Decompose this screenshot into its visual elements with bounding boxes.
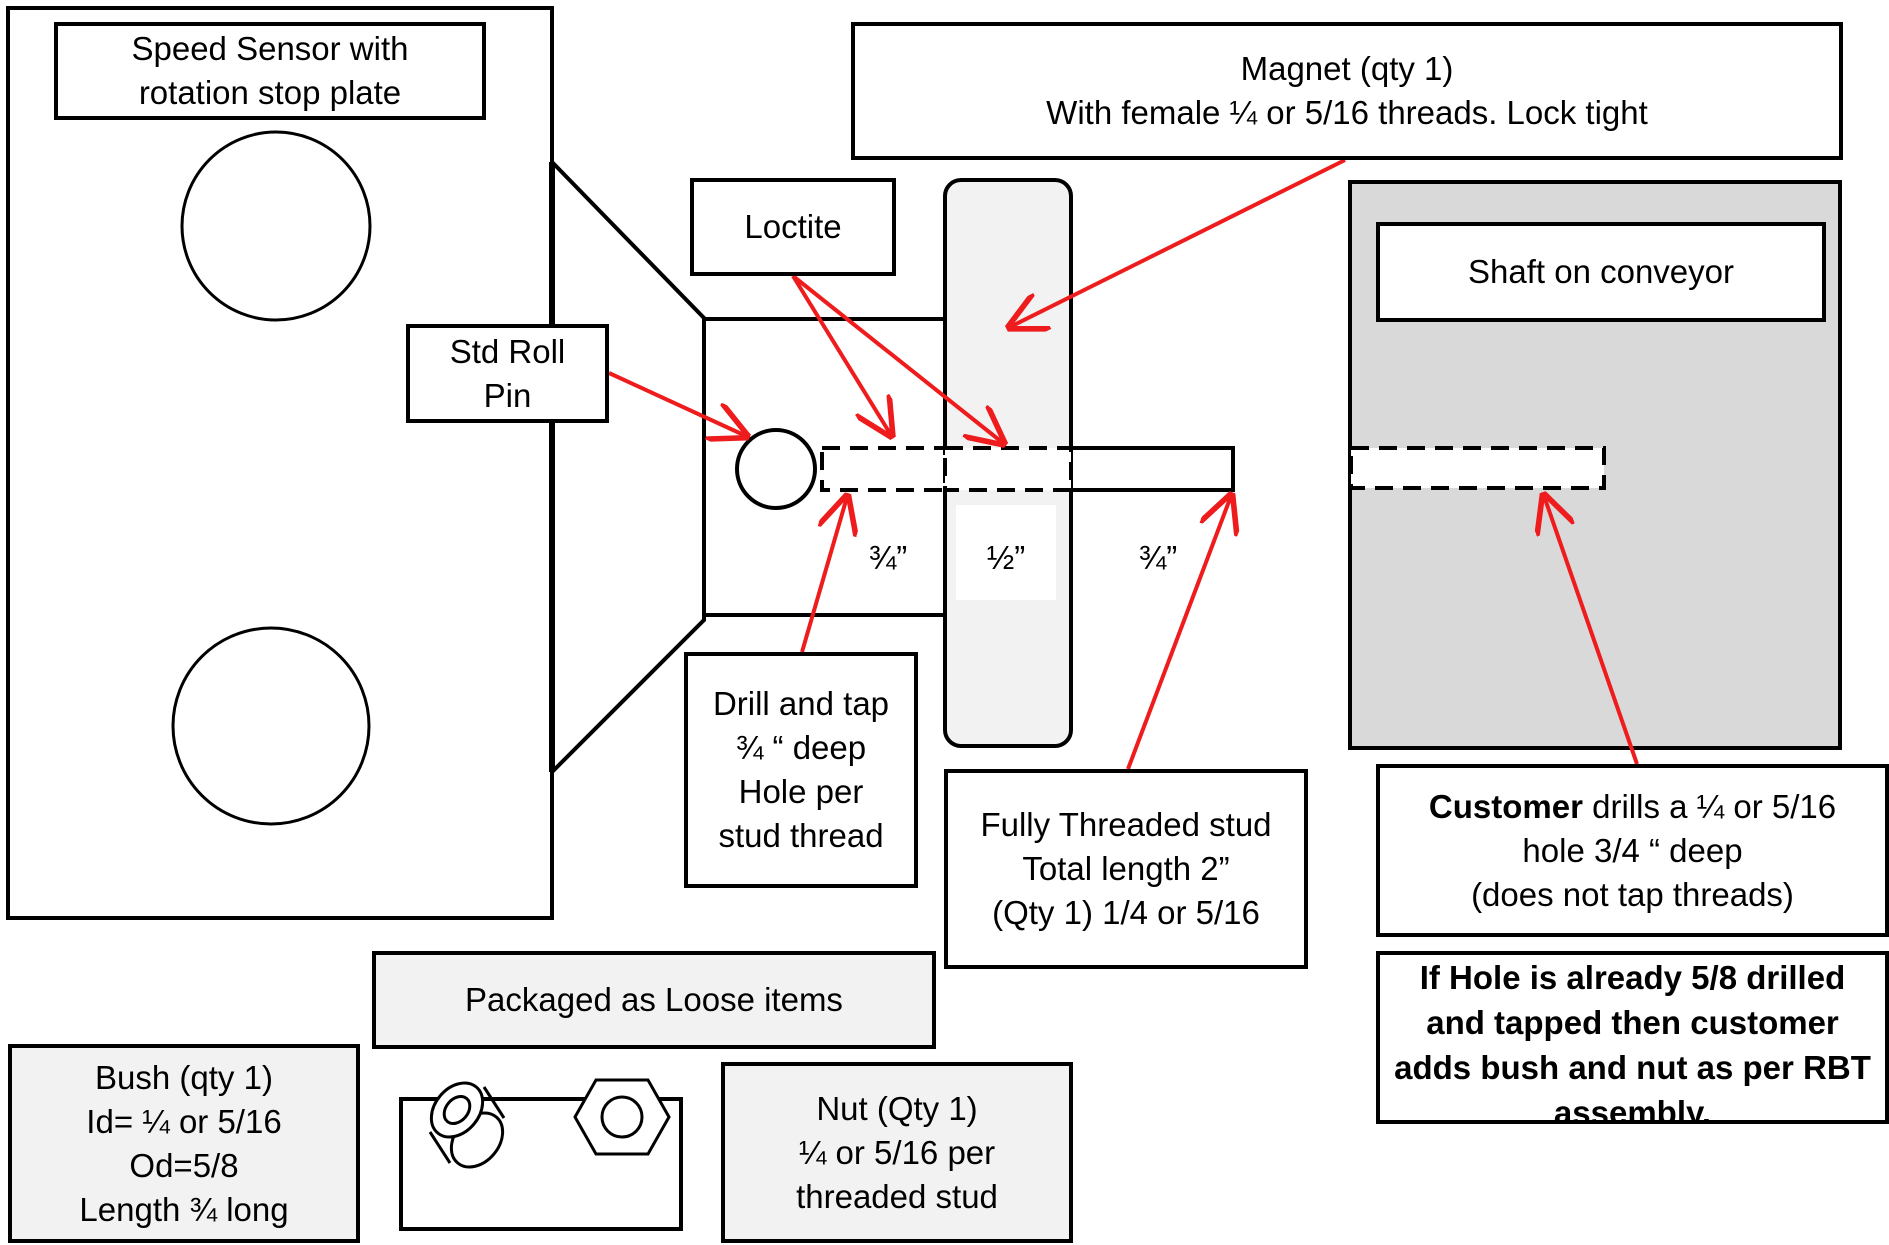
arrow-loctite-magnet (791, 274, 1003, 443)
hex-nut-icon (573, 1078, 671, 1156)
arrow-roll-pin (608, 371, 746, 436)
shaft-hole (1349, 446, 1606, 490)
magnet-detail: With female ¼ or 5/16 threads. Lock tigh… (1046, 94, 1648, 131)
stud-in-magnet (943, 446, 1073, 492)
packaged-label: Packaged as Loose items (372, 951, 936, 1049)
customer-line-1: Customer drills a ¼ or 5/16 (1429, 785, 1836, 829)
bush-label: Bush (qty 1) Id= ¼ or 5/16 Od=5/8 Length… (8, 1044, 360, 1243)
sensor-hub-cone (550, 157, 706, 777)
speed-sensor-label: Speed Sensor with rotation stop plate (54, 22, 486, 120)
bush-icon (428, 1081, 506, 1169)
customer-label: Customer drills a ¼ or 5/16 hole 3/4 “ d… (1376, 764, 1889, 937)
arrow-stud (1126, 496, 1231, 770)
prethreaded-note: If Hole is already 5/8 drilled and tappe… (1376, 951, 1889, 1124)
mounting-hole-top (180, 130, 372, 322)
drill-tap-label: Drill and tap ¾ “ deep Hole per stud thr… (684, 652, 918, 888)
arrow-customer (1544, 496, 1639, 765)
dimension-stud: ¾” (1138, 539, 1178, 576)
magnet-label: Magnet (qty 1) With female ¼ or 5/16 thr… (851, 22, 1843, 160)
nut-label: Nut (Qty 1) ¼ or 5/16 per threaded stud (721, 1062, 1073, 1243)
stud-label: Fully Threaded stud Total length 2” (Qty… (944, 769, 1308, 969)
roll-pin-label: Std Roll Pin (406, 324, 609, 423)
arrow-drill-tap (800, 497, 847, 653)
dimension-hub: ¾” (868, 539, 908, 576)
threaded-stud (1069, 446, 1235, 492)
dimension-magnet: ½” (986, 539, 1026, 576)
customer-line-3: (does not tap threads) (1471, 875, 1794, 913)
roll-pin (735, 428, 817, 510)
arrow-magnet (1010, 158, 1346, 327)
loctite-label: Loctite (690, 178, 896, 276)
customer-line-2: hole 3/4 “ deep (1522, 831, 1743, 869)
stud-in-hub (820, 446, 947, 492)
customer-line-1-rest: drills a ¼ or 5/16 (1582, 787, 1837, 825)
arrow-loctite-hub (791, 274, 891, 435)
magnet-title: Magnet (qty 1) (1240, 50, 1454, 87)
mounting-hole-bottom (171, 626, 371, 826)
shaft-label: Shaft on conveyor (1376, 222, 1826, 322)
leader-arrows (608, 158, 1639, 770)
customer-bold: Customer (1428, 787, 1583, 825)
